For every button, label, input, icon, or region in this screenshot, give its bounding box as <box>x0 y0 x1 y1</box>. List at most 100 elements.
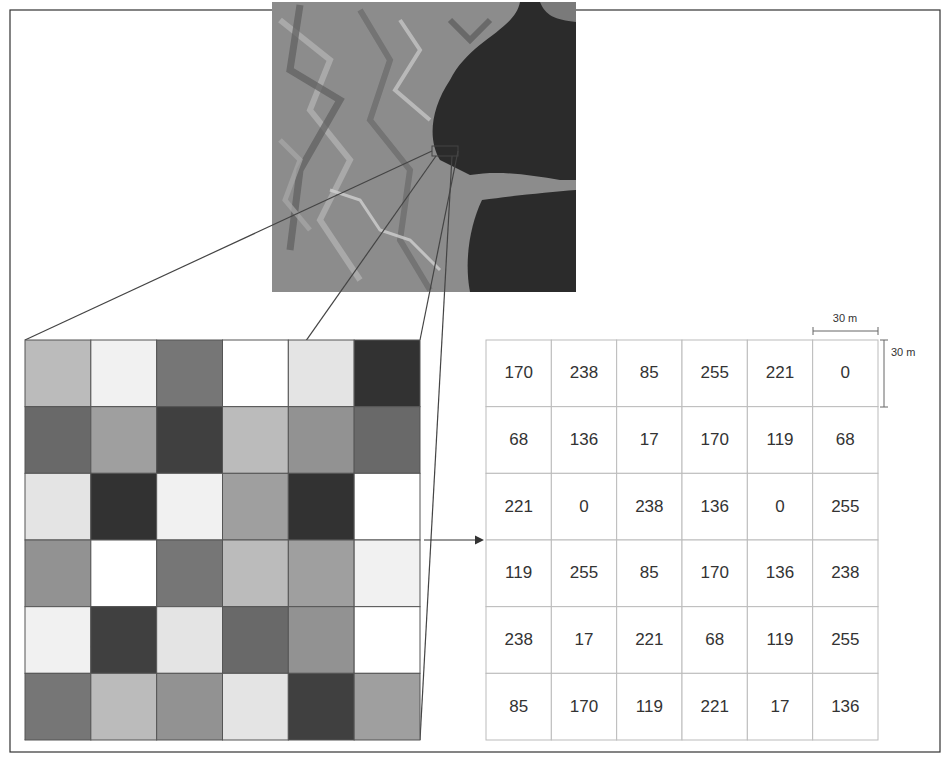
table-cell <box>617 540 682 607</box>
grey-pixel <box>354 473 420 540</box>
table-cell <box>682 340 747 407</box>
pixel-value: 68 <box>705 630 724 650</box>
value-table <box>486 340 878 740</box>
pixel-value: 238 <box>504 630 532 650</box>
pixel-value: 255 <box>700 363 728 383</box>
grey-pixel <box>25 540 91 607</box>
grey-pixel <box>223 540 289 607</box>
table-cell <box>682 607 747 674</box>
grey-pixel <box>223 673 289 740</box>
table-cell <box>747 540 812 607</box>
pixel-value: 119 <box>766 430 793 450</box>
grey-pixel <box>354 607 420 674</box>
pixel-value: 85 <box>640 363 659 383</box>
dimension-label: 30 m <box>890 346 916 358</box>
pixel-value: 17 <box>771 697 790 717</box>
grey-pixel <box>288 673 354 740</box>
table-cell <box>486 607 551 674</box>
grey-pixel <box>91 407 157 474</box>
table-cell <box>551 607 616 674</box>
pixel-value: 170 <box>700 563 728 583</box>
grey-pixel <box>354 340 420 407</box>
pixel-value: 170 <box>570 697 598 717</box>
pixel-value: 119 <box>766 630 793 650</box>
grey-pixel <box>223 473 289 540</box>
table-cell <box>551 340 616 407</box>
table-cell <box>617 673 682 740</box>
pixel-value: 0 <box>579 497 588 517</box>
table-cell <box>813 340 878 407</box>
leader-lines <box>25 151 458 740</box>
grey-pixel <box>288 607 354 674</box>
table-cell <box>813 473 878 540</box>
pixel-value: 68 <box>509 430 528 450</box>
pixel-value: 85 <box>509 697 528 717</box>
grey-pixel <box>91 673 157 740</box>
table-cell <box>551 407 616 474</box>
pixel-value: 85 <box>640 563 659 583</box>
pixel-value: 136 <box>700 497 728 517</box>
table-cell <box>486 340 551 407</box>
pixel-value: 17 <box>575 630 594 650</box>
grey-pixel <box>157 473 223 540</box>
table-cell <box>813 607 878 674</box>
pixel-value: 221 <box>766 363 794 383</box>
pixel-value: 136 <box>766 563 794 583</box>
dimension-lines <box>813 327 888 407</box>
pointer-arrow <box>424 536 484 545</box>
table-cell <box>551 673 616 740</box>
grey-pixel <box>288 407 354 474</box>
table-cell <box>747 407 812 474</box>
table-cell <box>486 540 551 607</box>
grey-pixel <box>157 407 223 474</box>
grey-pixel <box>288 540 354 607</box>
grey-pixel <box>25 407 91 474</box>
pixel-value: 0 <box>841 363 850 383</box>
table-cell <box>682 407 747 474</box>
table-cell <box>813 540 878 607</box>
pixel-value: 238 <box>831 563 859 583</box>
pixel-value: 255 <box>831 630 859 650</box>
grey-pixel <box>288 473 354 540</box>
grey-pixel <box>223 607 289 674</box>
grey-pixel <box>157 673 223 740</box>
grey-pixel <box>25 473 91 540</box>
grey-pixel <box>25 673 91 740</box>
table-cell <box>747 473 812 540</box>
table-cell <box>617 607 682 674</box>
grey-pixel <box>157 540 223 607</box>
grey-pixel <box>91 473 157 540</box>
pixel-value: 238 <box>570 363 598 383</box>
table-cell <box>486 407 551 474</box>
table-cell <box>617 340 682 407</box>
grey-pixel <box>223 340 289 407</box>
grey-pixel <box>91 607 157 674</box>
table-cell <box>551 473 616 540</box>
pixel-value: 119 <box>505 563 532 583</box>
pixel-value: 255 <box>570 563 598 583</box>
dimension-label: 30 m <box>832 312 858 324</box>
pixel-value: 221 <box>504 497 532 517</box>
grey-pixel <box>223 407 289 474</box>
table-cell <box>682 673 747 740</box>
pixel-grid <box>25 340 420 740</box>
grey-pixel <box>25 607 91 674</box>
table-cell <box>617 473 682 540</box>
grey-pixel <box>354 673 420 740</box>
grey-pixel <box>91 340 157 407</box>
table-cell <box>813 407 878 474</box>
pixel-value: 0 <box>775 497 784 517</box>
table-cell <box>486 673 551 740</box>
pixel-value: 136 <box>570 430 598 450</box>
pixel-value: 221 <box>635 630 663 650</box>
table-cell <box>551 540 616 607</box>
table-cell <box>617 407 682 474</box>
grey-pixel <box>288 340 354 407</box>
pixel-value: 119 <box>636 697 663 717</box>
pixel-value: 17 <box>640 430 659 450</box>
satellite-image <box>272 2 576 292</box>
table-cell <box>486 473 551 540</box>
pixel-value: 68 <box>836 430 855 450</box>
grey-pixel <box>354 540 420 607</box>
table-cell <box>682 540 747 607</box>
